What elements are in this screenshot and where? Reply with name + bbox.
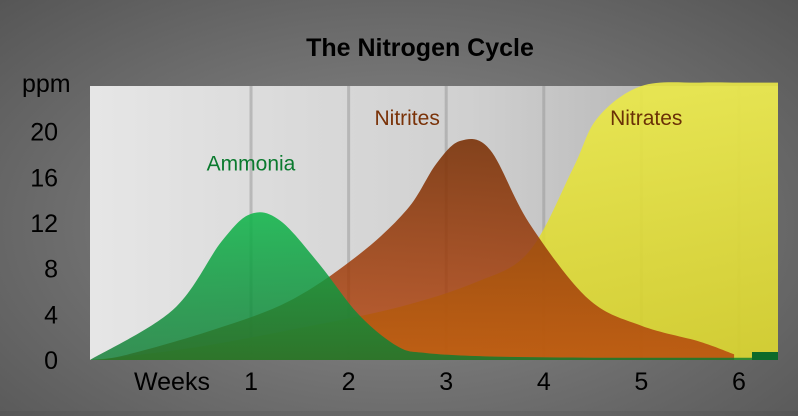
- series-area-nitrites: [90, 139, 735, 360]
- data-point-nitrates-10: [699, 82, 701, 84]
- data-point-nitrites-5: [406, 209, 408, 211]
- x-tick-label-1: 1: [244, 368, 258, 396]
- data-point-nitrates-12: [777, 82, 779, 84]
- data-point-nitrites-8: [489, 149, 491, 151]
- data-point-nitrites-12: [699, 341, 701, 343]
- baseline-band: [752, 352, 778, 360]
- data-point-nitrates-7: [572, 167, 574, 169]
- data-point-ammonia-5: [319, 263, 321, 265]
- x-tick-label-6: 6: [732, 368, 746, 396]
- x-axis-label: Weeks: [134, 368, 210, 396]
- data-point-nitrates-11: [738, 82, 740, 84]
- data-point-nitrites-7: [460, 140, 462, 142]
- y-tick-label-8: 8: [44, 256, 58, 284]
- data-point-ammonia-10: [592, 357, 594, 359]
- data-point-nitrites-10: [587, 298, 589, 300]
- x-tick-label-4: 4: [537, 368, 551, 396]
- y-tick-label-0: 0: [44, 347, 58, 375]
- data-point-nitrates-9: [641, 85, 643, 87]
- chart-title: The Nitrogen Cycle: [306, 34, 534, 62]
- data-point-nitrites-11: [641, 325, 643, 327]
- data-point-nitrates-8: [597, 117, 599, 119]
- data-point-nitrites-9: [528, 222, 530, 224]
- data-point-nitrites-13: [733, 354, 735, 356]
- y-tick-label-16: 16: [30, 164, 58, 192]
- series-area-nitrates: [90, 82, 778, 360]
- data-point-ammonia-0: [89, 359, 91, 361]
- data-point-ammonia-4: [280, 220, 282, 222]
- x-tick-label-3: 3: [439, 368, 453, 396]
- data-point-ammonia-6: [358, 314, 360, 316]
- data-point-ammonia-11: [689, 357, 691, 359]
- y-tick-label-12: 12: [30, 210, 58, 238]
- series-label-nitrates: Nitrates: [610, 107, 682, 130]
- x-tick-label-2: 2: [342, 368, 356, 396]
- data-point-nitrites-4: [358, 254, 360, 256]
- data-point-nitrites-6: [436, 163, 438, 165]
- series-label-ammonia: Ammonia: [207, 152, 296, 175]
- data-point-ammonia-7: [397, 346, 399, 348]
- series-label-nitrites: Nitrites: [374, 107, 439, 130]
- y-tick-label-20: 20: [30, 119, 58, 147]
- data-point-ammonia-9: [494, 356, 496, 358]
- data-point-ammonia-2: [221, 241, 223, 243]
- y-tick-label-4: 4: [44, 301, 58, 329]
- series-area-ammonia: [90, 212, 778, 360]
- data-point-ammonia-8: [426, 352, 428, 354]
- x-tick-label-5: 5: [634, 368, 648, 396]
- data-point-ammonia-3: [250, 213, 252, 215]
- y-axis-label: ppm: [22, 70, 71, 98]
- data-point-ammonia-1: [172, 309, 174, 311]
